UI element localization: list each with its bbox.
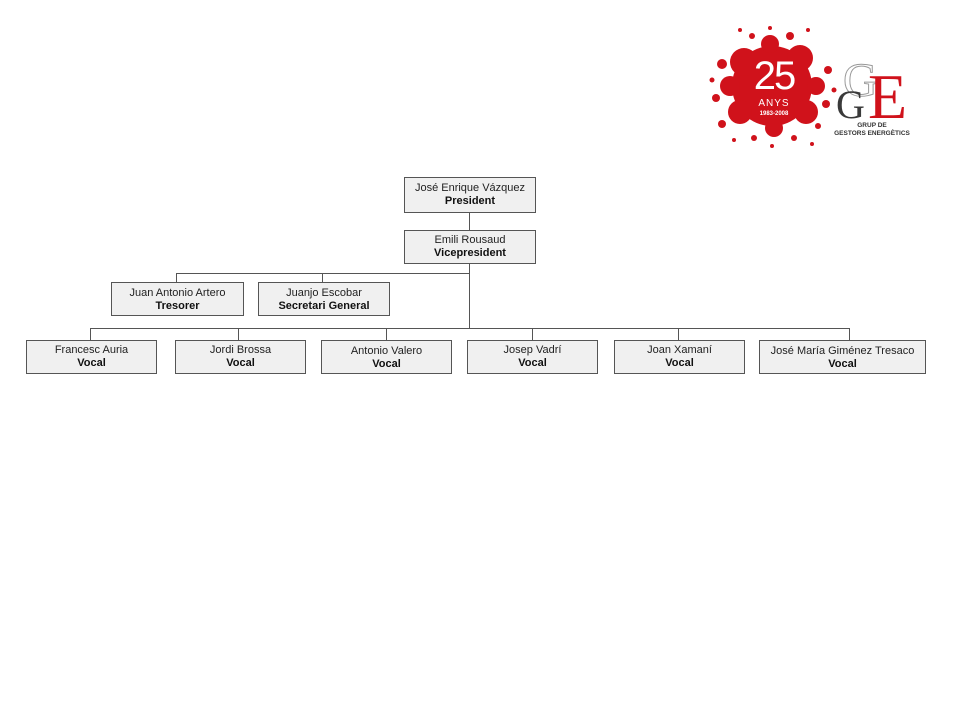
node-vicepresident: Emili Rousaud Vicepresident [404, 230, 536, 264]
node-vocal-1: Francesc Auria Vocal [26, 340, 157, 374]
anniversary-number: 25 [753, 54, 797, 98]
node-vocal-3: Antonio Valero Vocal [321, 340, 452, 374]
node-name: José Enrique Vázquez [414, 182, 526, 194]
svg-text:E: E [868, 61, 907, 132]
node-name: Jordi Brossa [209, 344, 272, 356]
node-name: Juan Antonio Artero [129, 287, 226, 299]
gge-org-name-line2: GESTORS ENERGÈTICS [834, 130, 910, 137]
node-role: Vocal [77, 357, 106, 369]
node-role: Tresorer [155, 300, 200, 312]
node-vocal-4: Josep Vadrí Vocal [467, 340, 598, 374]
node-president: José Enrique Vázquez President [404, 177, 536, 213]
node-name: Antonio Valero [350, 345, 423, 357]
node-officer-treasurer: Juan Antonio Artero Tresorer [111, 282, 244, 316]
node-vocal-5: Joan Xamaní Vocal [614, 340, 745, 374]
node-name: Francesc Auria [54, 344, 129, 356]
node-vocal-6: José María Giménez Tresaco Vocal [759, 340, 926, 374]
node-name: Juanjo Escobar [286, 287, 362, 299]
anniversary-splash-logo [709, 26, 837, 148]
anniversary-years: 1983-2008 [759, 111, 789, 117]
logo-block: 25 ANYS 1983-2008 G G E GRUP DE GESTORS … [0, 0, 960, 160]
node-officer-secretary: Juanjo Escobar Secretari General [258, 282, 390, 316]
gge-monogram-logo: G G E [836, 54, 907, 133]
node-name: Joan Xamaní [647, 344, 712, 356]
node-role: Vicepresident [434, 247, 506, 259]
node-role: Secretari General [278, 300, 370, 312]
anniversary-word: ANYS [758, 98, 790, 109]
svg-text:G: G [836, 82, 865, 127]
node-role: Vocal [518, 357, 547, 369]
node-vocal-2: Jordi Brossa Vocal [175, 340, 306, 374]
node-role: Vocal [828, 358, 857, 370]
node-role: Vocal [665, 357, 694, 369]
gge-org-name-line1: GRUP DE [857, 122, 887, 129]
node-role: Vocal [226, 357, 255, 369]
svg-text:G: G [843, 54, 878, 107]
node-role: Vocal [372, 358, 401, 370]
node-name: José María Giménez Tresaco [770, 345, 915, 357]
node-role: President [444, 195, 496, 207]
node-name: Emili Rousaud [434, 234, 506, 246]
node-name: Josep Vadrí [503, 344, 562, 356]
